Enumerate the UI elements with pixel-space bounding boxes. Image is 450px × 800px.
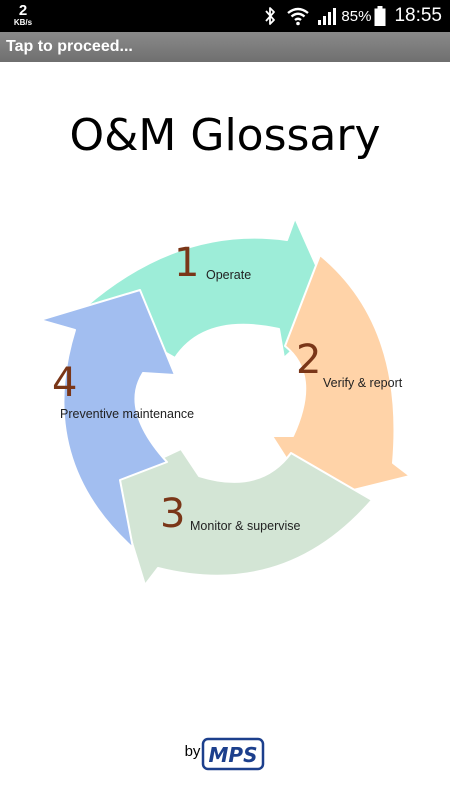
battery-percent: 85% [341, 7, 372, 25]
network-speed-value: 2 [18, 2, 28, 19]
network-speed-unit: KB/s [13, 18, 33, 27]
step-2-number: 2 [296, 337, 321, 383]
step-4-number: 4 [52, 360, 77, 406]
page-title: O&M Glossary [69, 110, 381, 161]
wifi-icon [287, 6, 310, 26]
step-3-label: Monitor & supervise [190, 519, 301, 533]
mps-logo: MPS [202, 737, 265, 771]
battery-icon [374, 5, 386, 27]
step-1-number: 1 [174, 240, 199, 286]
footer: by MPS [0, 736, 450, 772]
mps-logo-text: MPS [209, 743, 258, 767]
step-3-number: 3 [160, 491, 185, 537]
step-2-arrow[interactable] [271, 254, 411, 501]
signal-icon [317, 6, 337, 26]
step-1-label: Operate [206, 268, 251, 282]
status-bar: 2 KB/s 85% [0, 0, 450, 32]
by-text: by [184, 742, 201, 760]
status-icons: 85% 18:55 [263, 0, 450, 32]
step-4-label: Preventive maintenance [60, 407, 194, 421]
tap-to-proceed-bar[interactable]: Tap to proceed... [0, 32, 450, 62]
step-2-label: Verify & report [323, 376, 403, 390]
step-3-arrow[interactable] [112, 448, 373, 586]
network-speed: 2 KB/s [8, 3, 38, 27]
step-4-arrow[interactable] [39, 289, 176, 549]
clock: 18:55 [394, 5, 442, 26]
bluetooth-icon [263, 6, 277, 26]
